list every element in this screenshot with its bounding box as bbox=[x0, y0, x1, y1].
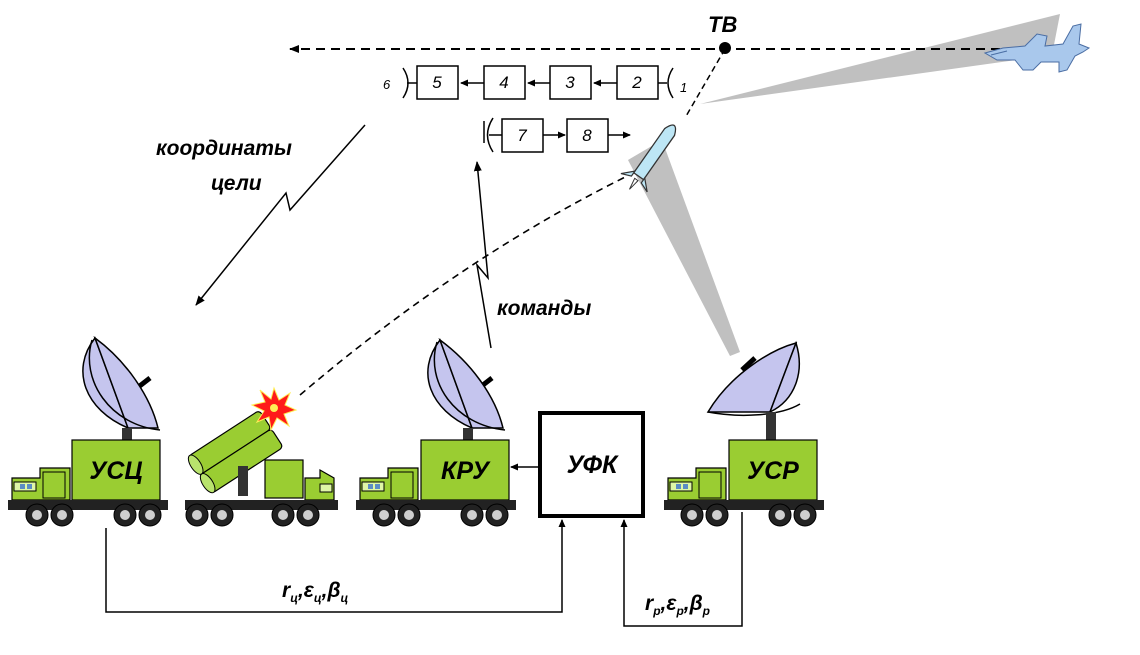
kru-truck: КРУ bbox=[356, 337, 516, 527]
aircraft-icon bbox=[983, 23, 1091, 73]
meeting-point-marker bbox=[719, 42, 731, 54]
usr-label: УСР bbox=[747, 457, 799, 485]
commands-label: команды bbox=[497, 297, 591, 320]
commands-link bbox=[473, 161, 492, 349]
chain-block-5-label: 5 bbox=[432, 73, 442, 92]
usc-label: УСЦ bbox=[89, 457, 142, 485]
meeting-point-label: ТВ bbox=[708, 12, 737, 37]
launch-flash-icon bbox=[250, 386, 298, 432]
chain-end-left-label: 6 bbox=[383, 77, 391, 92]
ufk-label: УФК bbox=[567, 451, 619, 479]
usr-to-ufk-line bbox=[620, 512, 743, 627]
chain-block-3 bbox=[549, 65, 592, 100]
kru-label: КРУ bbox=[441, 457, 491, 485]
chain-block-7-label: 7 bbox=[517, 126, 527, 145]
usc-dish-icon bbox=[82, 335, 161, 440]
chain-block-7 bbox=[501, 118, 544, 153]
rocket-icon bbox=[620, 124, 677, 193]
target-radar-beam bbox=[700, 14, 1060, 104]
antenna-lower bbox=[486, 117, 494, 153]
kru-dish-icon bbox=[427, 337, 506, 440]
usc-to-ufk-line bbox=[105, 519, 566, 613]
chain-block-2-label: 2 bbox=[631, 73, 642, 92]
rocket-radar-beam bbox=[628, 140, 740, 356]
target-signal-label: rц,εц,βц bbox=[282, 579, 349, 605]
usr-dish-icon bbox=[706, 340, 801, 440]
usc-truck: УСЦ bbox=[8, 335, 168, 527]
chain-block-5 bbox=[416, 65, 459, 100]
chain-block-2 bbox=[616, 65, 659, 100]
launcher-truck bbox=[185, 386, 338, 527]
target-coordinates-label-1: координаты bbox=[156, 137, 292, 160]
antenna-right bbox=[667, 67, 674, 99]
rocket-signal-label: rр,εр,βр bbox=[645, 592, 710, 618]
launcher-tubes-icon bbox=[187, 411, 283, 494]
usr-body bbox=[728, 439, 818, 501]
target-coordinates-link bbox=[195, 124, 366, 306]
chain-block-4-label: 4 bbox=[499, 73, 508, 92]
chain-block-8-label: 8 bbox=[582, 126, 592, 145]
usc-body bbox=[71, 439, 161, 501]
chain-block-4 bbox=[483, 65, 526, 100]
ufk-block bbox=[538, 411, 645, 518]
upper-chain: 6 5 4 3 2 1 bbox=[383, 65, 687, 100]
meeting-point-link bbox=[684, 48, 726, 119]
kru-body bbox=[420, 439, 510, 501]
rocket-trajectory bbox=[299, 164, 651, 396]
usr-truck: УСР bbox=[664, 340, 824, 527]
chain-block-3-label: 3 bbox=[565, 73, 575, 92]
chain-end-right-label: 1 bbox=[680, 80, 687, 95]
lower-chain: 7 8 bbox=[483, 117, 631, 153]
target-coordinates-label-2: цели bbox=[211, 172, 262, 195]
